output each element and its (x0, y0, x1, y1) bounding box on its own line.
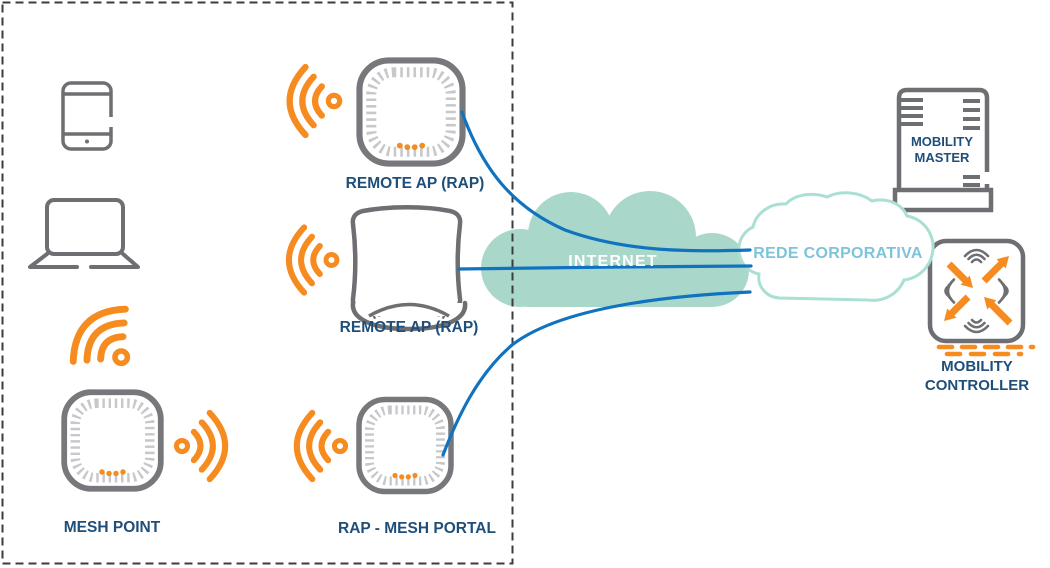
mobility-master-label: MOBILITY MASTER (910, 134, 974, 166)
remote-site-boundary (1, 1, 514, 565)
mobility-controller-icon (927, 238, 1036, 357)
controller-base-dashes (936, 344, 1036, 357)
mesh-point-label: MESH POINT (63, 519, 161, 536)
radio-wave-icon (944, 248, 1009, 334)
corporate-cloud-icon (737, 191, 935, 302)
corporate-network-label: REDE CORPORATIVA (753, 245, 923, 262)
mobility-master-server-icon (892, 87, 994, 213)
remote-ap-label-1: REMOTE AP (RAP) (345, 175, 485, 192)
desktop-ap-icon (350, 205, 468, 332)
internet-label: INTERNET (568, 253, 658, 270)
laptop-icon (28, 198, 140, 269)
tunnel-line (441, 110, 753, 457)
tablet-icon (61, 81, 114, 151)
rap-mesh-portal-label: RAP - MESH PORTAL (338, 520, 496, 537)
mobility-controller-label: MOBILITY CONTROLLER (924, 358, 1030, 394)
remote-ap-label-2: REMOTE AP (RAP) (339, 319, 479, 336)
